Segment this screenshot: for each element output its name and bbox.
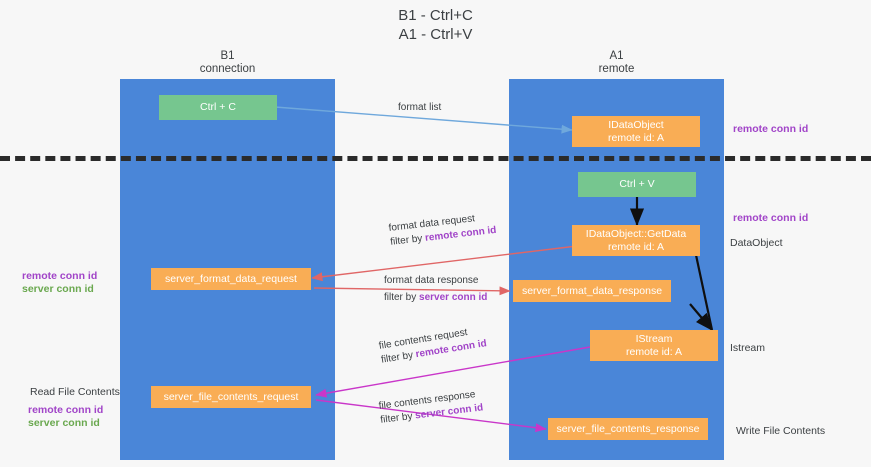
node-server-format-data-request-label: server_format_data_request bbox=[165, 272, 297, 285]
node-getdata-line2: remote id: A bbox=[607, 240, 665, 253]
annotation-read-file-contents: Read File Contents bbox=[30, 386, 120, 398]
diagram-title: B1 - Ctrl+C A1 - Ctrl+V bbox=[0, 6, 871, 44]
flow-label-format-list: format list bbox=[398, 101, 441, 115]
title-line-1: B1 - Ctrl+C bbox=[398, 7, 473, 24]
annotation-remote-conn-id-top: remote conn id bbox=[733, 123, 809, 135]
lane-header-a1: A1 remote bbox=[509, 50, 724, 76]
annotation-write-file-contents: Write File Contents bbox=[736, 425, 826, 437]
node-ctrl-c-label: Ctrl + C bbox=[200, 101, 236, 113]
filter-prefix: filter by bbox=[389, 232, 426, 248]
flow-label-format-data-response-filter: filter by server conn id bbox=[384, 291, 487, 305]
node-idataobject-getdata[interactable]: IDataObject::GetData remote id: A bbox=[572, 225, 700, 256]
flow-label-format-data-request: format data request filter by remote con… bbox=[388, 210, 497, 250]
node-ctrl-v[interactable]: Ctrl + V bbox=[578, 172, 696, 197]
node-istream[interactable]: IStream remote id: A bbox=[590, 330, 718, 361]
node-server-file-contents-request[interactable]: server_file_contents_request bbox=[151, 386, 311, 408]
node-server-format-data-response[interactable]: server_format_data_response bbox=[513, 280, 671, 302]
annotation-left-remote-conn-id: remote conn id bbox=[22, 270, 98, 282]
node-server-file-contents-response[interactable]: server_file_contents_response bbox=[548, 418, 708, 440]
annotation-left-server-conn-id: server conn id bbox=[22, 283, 94, 295]
filter-key-server-conn-id: server conn id bbox=[419, 292, 488, 303]
phase-divider bbox=[0, 156, 871, 161]
lane-header-b1-role: connection bbox=[199, 63, 256, 75]
node-server-format-data-request[interactable]: server_format_data_request bbox=[151, 268, 311, 290]
flow-label-file-contents-request: file contents request filter by remote c… bbox=[378, 323, 488, 367]
annotation-istream: Istream bbox=[730, 342, 766, 354]
lane-header-a1-role: remote bbox=[598, 63, 635, 75]
node-server-file-contents-response-label: server_file_contents_response bbox=[556, 422, 700, 435]
node-getdata-line1: IDataObject::GetData bbox=[585, 227, 687, 240]
annotation-remote-conn-id-mid: remote conn id bbox=[733, 212, 809, 224]
filter-prefix-2: filter by bbox=[384, 292, 420, 303]
lane-header-b1: B1 connection bbox=[120, 50, 335, 76]
node-server-file-contents-request-label: server_file_contents_request bbox=[163, 390, 299, 403]
annotation-left-remote-conn-id-2: remote conn id bbox=[28, 404, 104, 416]
node-idataobject[interactable]: IDataObject remote id: A bbox=[572, 116, 700, 147]
title-line-2: A1 - Ctrl+V bbox=[398, 26, 473, 43]
flow-label-format-data-response: format data response filter by server co… bbox=[384, 274, 487, 305]
node-istream-line2: remote id: A bbox=[625, 345, 683, 358]
flow-label-file-contents-response: file contents response filter by server … bbox=[378, 387, 484, 427]
flow-label-format-data-response-text: format data response bbox=[384, 275, 479, 286]
node-idataobject-line2: remote id: A bbox=[607, 131, 665, 144]
node-server-format-data-response-label: server_format_data_response bbox=[521, 284, 663, 297]
node-ctrl-c[interactable]: Ctrl + C bbox=[159, 95, 277, 120]
annotation-left-server-conn-id-2: server conn id bbox=[28, 417, 100, 429]
lane-header-b1-name: B1 bbox=[220, 50, 235, 62]
node-ctrl-v-label: Ctrl + V bbox=[619, 178, 655, 190]
flow-label-format-list-text: format list bbox=[398, 102, 442, 113]
node-idataobject-line1: IDataObject bbox=[608, 118, 664, 131]
lane-header-a1-name: A1 bbox=[609, 50, 624, 62]
node-istream-line1: IStream bbox=[635, 332, 673, 345]
annotation-dataobject: DataObject bbox=[730, 237, 783, 249]
filter-prefix-4: filter by bbox=[379, 410, 416, 426]
